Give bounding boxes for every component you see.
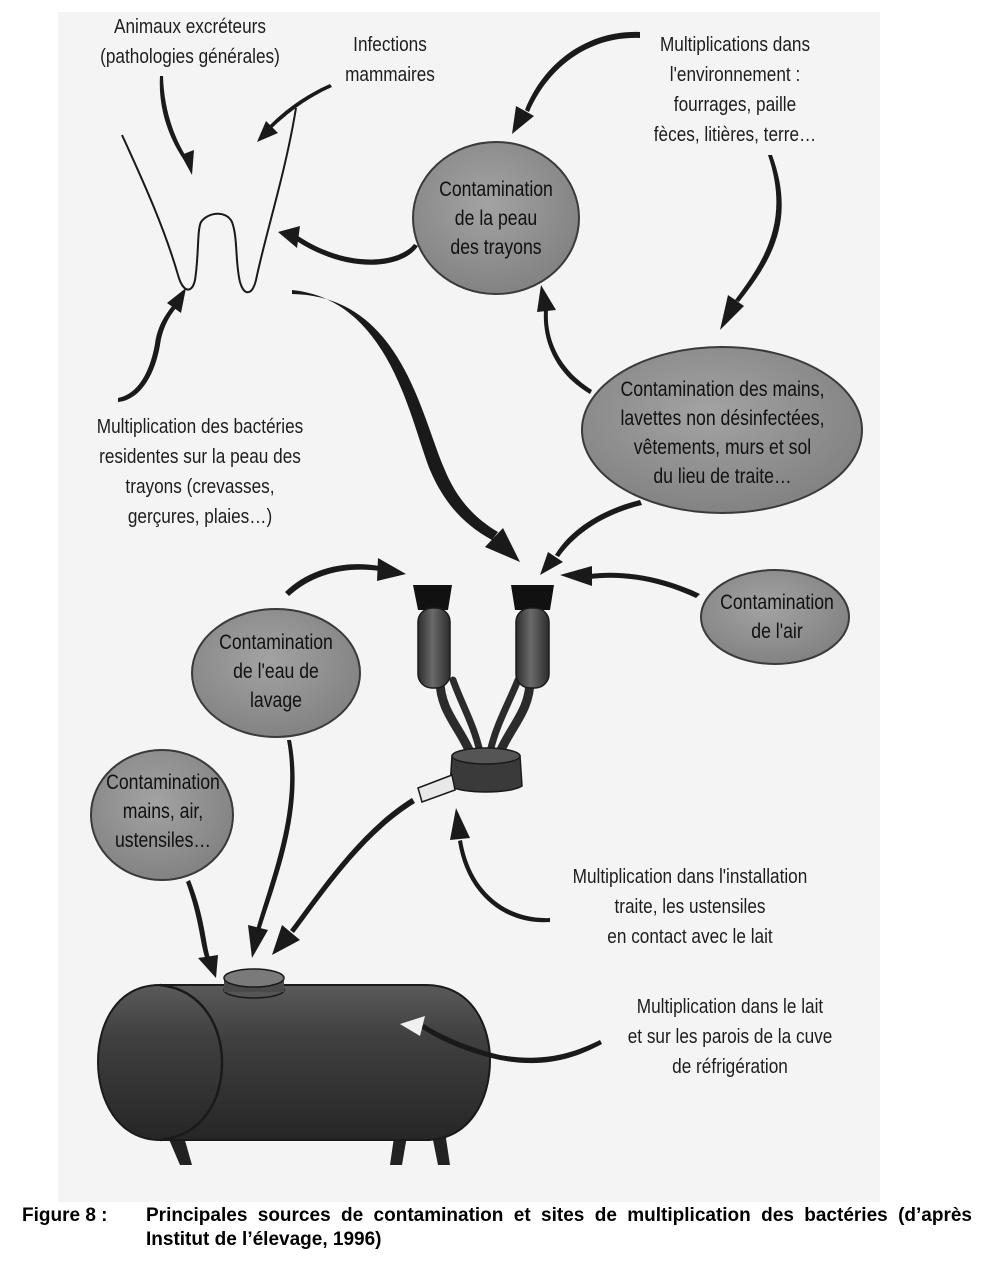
arrow-env-peau [525, 31, 640, 112]
bubble-ustensiles-shape [90, 749, 234, 881]
arrow-top-cluster [285, 564, 380, 596]
arrow-air-cluster [590, 572, 700, 598]
arrow-infections [270, 84, 332, 128]
figure-caption-text: Principales sources de contamination et … [146, 1205, 972, 1250]
bubble-air-shape [700, 569, 850, 665]
arrow-residentes-udder [118, 305, 176, 402]
bubble-contamination-ustensiles: Contamination mains, air, ustensiles… [106, 771, 220, 852]
arrow-mains-cluster [555, 500, 642, 557]
bubble-contamination-peau: Contamination de la peau des trayons [439, 178, 553, 259]
bubble-contamination-mains: Contamination des mains, lavettes non dé… [620, 378, 825, 488]
milking-cluster [413, 585, 554, 803]
bubble-contamination-eau: Contamination de l'eau de lavage [219, 631, 333, 712]
label-animaux-excreteurs: Animaux excréteurs (pathologies générale… [100, 16, 280, 68]
refrigeration-tank [96, 968, 492, 1165]
arrows [118, 31, 782, 1064]
arrow-env-mains [735, 155, 782, 302]
arrow-installation-cluster [458, 840, 550, 923]
label-multiplication-residentes: Multiplication des bactéries residentes … [96, 416, 304, 528]
figure-number: Figure 8 : [22, 1205, 108, 1226]
arrow-outlet-tank [290, 798, 415, 933]
udder-outline [121, 107, 297, 294]
bubble-eau-shape [191, 608, 361, 738]
label-infections-mammaires: Infections mammaires [345, 34, 435, 86]
label-multiplication-installation: Multiplication dans l'installation trait… [572, 866, 808, 948]
bubble-peau-shape [412, 141, 580, 295]
arrow-animaux [159, 76, 187, 160]
bubble-mains-shape [581, 346, 863, 514]
arrow-eau-tank [256, 740, 295, 931]
arrow-udder-cluster [292, 290, 498, 540]
label-multiplications-environnement: Multiplications dans l'environnement : f… [653, 34, 817, 146]
arrow-peau-udder [295, 236, 418, 265]
bubble-contamination-air: Contamination de l'air [720, 591, 834, 643]
arrow-cuve-tank [421, 1024, 602, 1064]
label-multiplication-cuve: Multiplication dans le lait et sur les p… [627, 996, 833, 1078]
arrow-mains-peau [543, 310, 592, 394]
arrow-ustensiles-tank [186, 880, 210, 960]
